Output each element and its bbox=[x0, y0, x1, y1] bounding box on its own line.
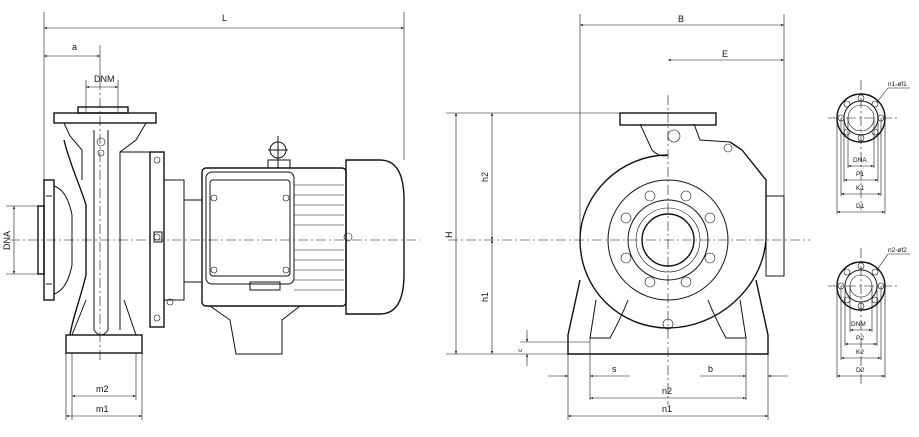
discharge-K2: K2 bbox=[856, 349, 864, 356]
suction-DNA: DNA bbox=[853, 157, 867, 164]
side-view bbox=[10, 80, 420, 360]
dim-label-a: a bbox=[72, 42, 77, 52]
discharge-P2: P2 bbox=[856, 335, 864, 342]
side-view-dimensions: L a DNM DNA m2 m1 bbox=[2, 12, 405, 420]
dim-label-s: s bbox=[612, 364, 617, 374]
dim-label-E: E bbox=[722, 49, 728, 59]
dim-label-DNA: DNA bbox=[2, 231, 12, 250]
suction-K1: K1 bbox=[856, 185, 864, 192]
suction-flange-detail: n1-øf1 DNA P1 K1 D1 bbox=[828, 80, 910, 214]
dim-label-DNM: DNM bbox=[94, 74, 115, 84]
suction-bolt-note: n1-øf1 bbox=[888, 81, 907, 88]
suction-P1: P1 bbox=[856, 171, 864, 178]
dim-label-m2: m2 bbox=[96, 384, 109, 394]
dim-label-H: H bbox=[444, 232, 454, 239]
dim-label-n1: n1 bbox=[662, 404, 672, 414]
dim-label-B: B bbox=[678, 14, 684, 24]
dim-label-h2: h2 bbox=[480, 172, 490, 182]
front-bolt-holes bbox=[620, 190, 716, 288]
dim-label-m1: m1 bbox=[96, 404, 109, 414]
discharge-flange-detail: n2-øf2 DNM P2 K2 D2 bbox=[828, 247, 910, 386]
dim-label-L: L bbox=[222, 13, 227, 23]
discharge-D2: D2 bbox=[856, 367, 865, 374]
discharge-DNM: DNM bbox=[851, 321, 866, 328]
dim-label-b: b bbox=[708, 364, 713, 374]
dim-label-h1: h1 bbox=[480, 292, 490, 302]
dim-label-c: c bbox=[517, 348, 524, 352]
dim-label-n2: n2 bbox=[662, 386, 672, 396]
front-view bbox=[448, 95, 810, 405]
front-view-dimensions: B E H h2 h1 c s b n2 n1 bbox=[444, 14, 788, 420]
suction-D1: D1 bbox=[856, 203, 865, 210]
discharge-bolt-note: n2-øf2 bbox=[888, 247, 907, 254]
